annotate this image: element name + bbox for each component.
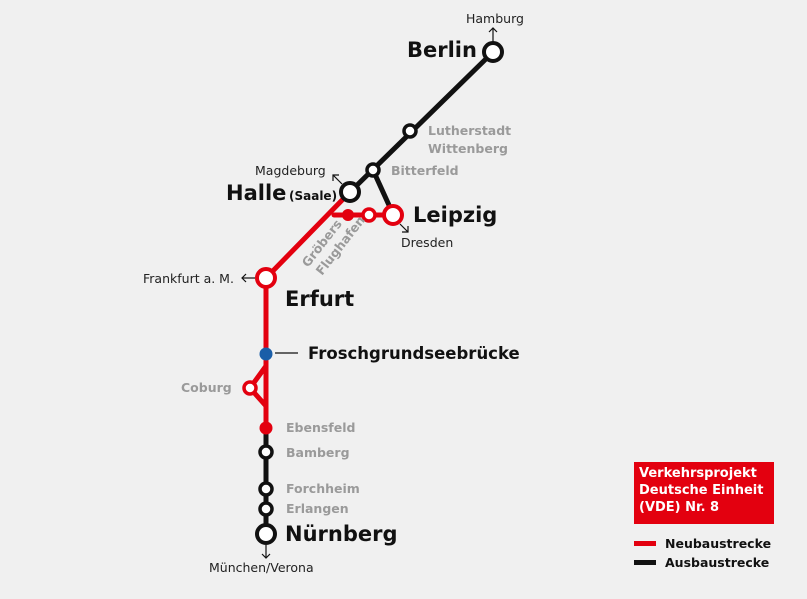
label-leipzig: Leipzig xyxy=(413,203,497,227)
legend-title-box: Verkehrsprojekt Deutsche Einheit (VDE) N… xyxy=(634,462,774,524)
label-bamberg: Bamberg xyxy=(286,445,350,460)
station-erfurt-marker xyxy=(255,267,277,289)
station-nuernberg-marker xyxy=(255,523,277,545)
station-coburg-marker xyxy=(242,380,258,396)
label-ebensfeld: Ebensfeld xyxy=(286,420,355,435)
label-coburg: Coburg xyxy=(181,380,232,395)
label-lutherstadt: Lutherstadt xyxy=(428,123,511,138)
station-ebensfeld-marker xyxy=(259,421,273,435)
line-halle-erfurt xyxy=(263,189,353,281)
legend-upgraded-label: Ausbaustrecke xyxy=(665,554,770,570)
station-halle-marker xyxy=(339,181,361,203)
arrow-frankfurt-icon xyxy=(241,273,255,283)
label-magdeburg: Magdeburg xyxy=(255,163,326,178)
legend-upgraded-line: Ausbaustrecke xyxy=(634,553,769,571)
arrow-muenchen-icon xyxy=(261,545,271,559)
label-forchheim: Forchheim xyxy=(286,481,360,496)
label-wittenberg: Wittenberg xyxy=(428,141,508,156)
external-arrows xyxy=(241,27,498,559)
label-halle-suffix: (Saale) xyxy=(289,189,337,203)
arrow-magdeburg-icon xyxy=(332,174,343,185)
label-hamburg: Hamburg xyxy=(466,11,524,26)
legend-new-swatch xyxy=(634,540,656,546)
label-froschgrundseebruecke: Froschgrundseebrücke xyxy=(308,344,520,363)
legend-title-line1: Verkehrsprojekt xyxy=(639,466,757,481)
station-bitterfeld-marker xyxy=(365,162,381,178)
label-frankfurt: Frankfurt a. M. xyxy=(143,271,234,286)
arrow-dresden-icon xyxy=(399,223,409,233)
station-wittenberg-marker xyxy=(402,123,418,139)
station-flughafen-marker xyxy=(361,207,377,223)
froschgrund-bridge-marker xyxy=(259,347,273,361)
legend-title-line2: Deutsche Einheit xyxy=(639,483,764,498)
legend-new-line: Neubaustrecke xyxy=(634,534,771,552)
label-erfurt: Erfurt xyxy=(285,287,354,311)
station-groebers-marker xyxy=(342,209,354,221)
station-berlin-marker xyxy=(482,41,504,63)
legend-new-label: Neubaustrecke xyxy=(665,535,772,551)
station-markers xyxy=(242,41,504,545)
station-bamberg-marker xyxy=(258,444,274,460)
legend-title-line3: (VDE) Nr. 8 xyxy=(639,500,720,515)
label-bitterfeld: Bitterfeld xyxy=(391,163,459,178)
label-dresden: Dresden xyxy=(401,235,453,250)
label-berlin: Berlin xyxy=(407,38,477,62)
station-leipzig-marker xyxy=(382,204,404,226)
label-muenchen-verona: München/Verona xyxy=(209,560,314,575)
label-nuernberg: Nürnberg xyxy=(285,522,398,546)
label-halle: Halle xyxy=(226,181,286,205)
station-forchheim-marker xyxy=(258,481,274,497)
label-erlangen: Erlangen xyxy=(286,501,349,516)
arrow-hamburg-icon xyxy=(488,27,498,42)
legend-upgraded-swatch xyxy=(634,559,656,565)
station-erlangen-marker xyxy=(258,501,274,517)
